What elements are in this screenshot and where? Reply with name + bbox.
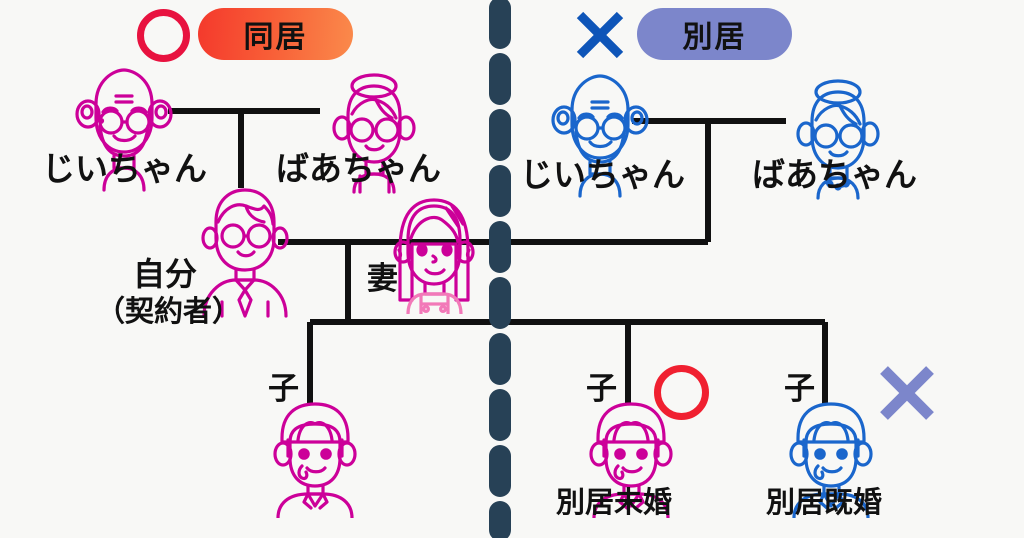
child3-icon xyxy=(789,402,873,518)
label-wife: 妻 xyxy=(367,261,398,297)
legend-live-apart-badge: 別居 xyxy=(637,8,792,60)
grandmother-right-icon xyxy=(796,79,880,200)
grandfather-right-icon xyxy=(551,74,649,198)
label-child3: 子 xyxy=(784,371,815,407)
label-child1: 子 xyxy=(268,371,299,407)
child2-circle-mark-icon xyxy=(654,365,709,420)
wife-icon xyxy=(393,198,475,314)
label-self-sublabel: （契約者） xyxy=(96,294,242,328)
child2-icon xyxy=(589,402,673,518)
child1-icon xyxy=(273,402,357,518)
label-grandfather-left: じいちゃん xyxy=(42,149,207,188)
x-mark-icon xyxy=(576,11,624,59)
label-child3-sublabel: 別居既婚 xyxy=(766,485,883,519)
legend-live-together-badge: 同居 xyxy=(198,8,353,60)
label-child2: 子 xyxy=(586,371,617,407)
grandfather-left-icon xyxy=(75,68,173,192)
label-grandmother-right: ばあちゃん xyxy=(752,155,917,194)
label-grandmother-left: ばあちゃん xyxy=(276,149,441,188)
label-self: 自分 xyxy=(133,255,198,293)
legend-live-apart-label: 別居 xyxy=(682,20,747,55)
label-child2-sublabel: 別居未婚 xyxy=(556,485,673,519)
self-icon xyxy=(201,188,289,318)
grandmother-left-icon xyxy=(332,73,416,194)
child3-x-mark-icon xyxy=(880,366,934,420)
legend-live-together-label: 同居 xyxy=(243,20,308,55)
label-grandfather-right: じいちゃん xyxy=(520,155,685,194)
circle-mark-icon xyxy=(137,9,190,62)
